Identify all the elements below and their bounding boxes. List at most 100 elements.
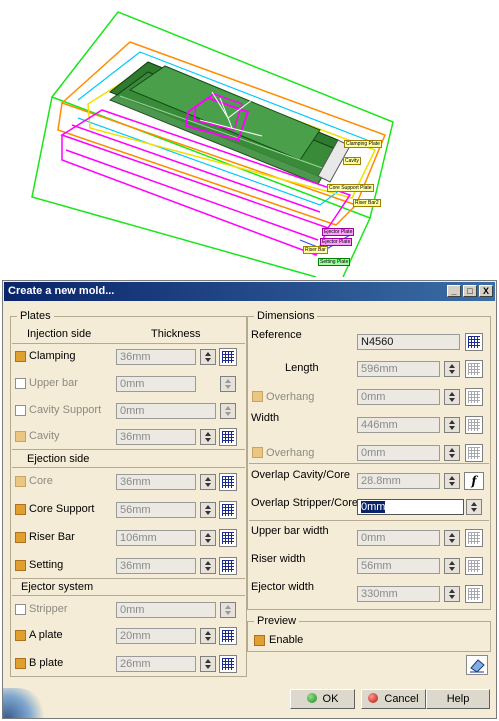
a-plate-thickness-field[interactable]: 20mm bbox=[116, 628, 196, 644]
a-plate-spinner[interactable] bbox=[200, 628, 216, 644]
clamping-catalog-icon[interactable] bbox=[219, 348, 237, 366]
overhang-length-spinner[interactable] bbox=[444, 389, 460, 405]
a-plate-checkbox[interactable] bbox=[15, 630, 26, 641]
length-catalog-icon[interactable] bbox=[465, 360, 483, 378]
riser-bar-label: Riser Bar bbox=[29, 531, 75, 543]
overhang-width-catalog-icon[interactable] bbox=[465, 444, 483, 462]
core-label: Core bbox=[29, 475, 53, 487]
eraser-icon[interactable] bbox=[466, 655, 488, 675]
overhang-length-checkbox[interactable] bbox=[252, 391, 263, 402]
close-button[interactable]: X bbox=[479, 285, 493, 297]
3d-viewport[interactable]: Clamping Plate Cavity Core Support Plate… bbox=[0, 0, 499, 277]
overhang-length-field[interactable]: 0mm bbox=[357, 389, 440, 405]
overlap-cavity-core-spinner[interactable] bbox=[444, 473, 460, 489]
core-support-spinner[interactable] bbox=[200, 502, 216, 518]
core-thickness-field[interactable]: 36mm bbox=[116, 474, 196, 490]
riser-bar-catalog-icon[interactable] bbox=[219, 529, 237, 547]
width-catalog-icon[interactable] bbox=[465, 416, 483, 434]
riser-width-catalog-icon[interactable] bbox=[465, 557, 483, 575]
upper-bar-thickness-field[interactable]: 0mm bbox=[116, 376, 196, 392]
ok-button[interactable]: OK bbox=[290, 689, 355, 709]
cavity-catalog-icon[interactable] bbox=[219, 428, 237, 446]
clamping-spinner[interactable] bbox=[200, 349, 216, 365]
upper-bar-checkbox[interactable] bbox=[15, 378, 26, 389]
viewport-label: Riser Bar bbox=[303, 246, 328, 254]
overlap-stripper-core-field[interactable]: 0mm bbox=[357, 499, 464, 515]
core-catalog-icon[interactable] bbox=[219, 473, 237, 491]
cavity-support-spinner[interactable] bbox=[220, 403, 236, 419]
divider bbox=[12, 595, 245, 596]
overhang-width-checkbox[interactable] bbox=[252, 447, 263, 458]
riser-bar-checkbox[interactable] bbox=[15, 532, 26, 543]
core-support-thickness-field[interactable]: 56mm bbox=[116, 502, 196, 518]
a-plate-catalog-icon[interactable] bbox=[219, 627, 237, 645]
width-spinner[interactable] bbox=[444, 417, 460, 433]
reference-catalog-icon[interactable] bbox=[465, 333, 483, 351]
core-checkbox[interactable] bbox=[15, 476, 26, 487]
ejector-width-field[interactable]: 330mm bbox=[357, 586, 440, 602]
thickness-header: Thickness bbox=[151, 328, 201, 340]
b-plate-checkbox[interactable] bbox=[15, 658, 26, 669]
upper-bar-width-field[interactable]: 0mm bbox=[357, 530, 440, 546]
cavity-thickness-field[interactable]: 36mm bbox=[116, 429, 196, 445]
setting-checkbox[interactable] bbox=[15, 560, 26, 571]
setting-thickness-field[interactable]: 36mm bbox=[116, 558, 196, 574]
length-spinner[interactable] bbox=[444, 361, 460, 377]
upper-bar-spinner[interactable] bbox=[220, 376, 236, 392]
ejector-width-catalog-icon[interactable] bbox=[465, 585, 483, 603]
riser-width-field[interactable]: 56mm bbox=[357, 558, 440, 574]
overlap-stripper-core-spinner[interactable] bbox=[466, 499, 482, 515]
cancel-button[interactable]: Cancel bbox=[361, 689, 426, 709]
help-button[interactable]: Help bbox=[426, 689, 490, 709]
viewport-label: Ejector Plate bbox=[322, 228, 355, 236]
formula-icon[interactable]: f bbox=[464, 472, 484, 490]
width-field[interactable]: 446mm bbox=[357, 417, 440, 433]
cavity-checkbox[interactable] bbox=[15, 431, 26, 442]
clamping-thickness-field[interactable]: 36mm bbox=[116, 349, 196, 365]
length-field[interactable]: 596mm bbox=[357, 361, 440, 377]
ejector-width-spinner[interactable] bbox=[444, 586, 460, 602]
length-label: Length bbox=[285, 362, 319, 374]
core-support-checkbox[interactable] bbox=[15, 504, 26, 515]
overhang-length-catalog-icon[interactable] bbox=[465, 388, 483, 406]
b-plate-thickness-field[interactable]: 26mm bbox=[116, 656, 196, 672]
riser-width-label: Riser width bbox=[251, 553, 306, 565]
setting-catalog-icon[interactable] bbox=[219, 557, 237, 575]
preview-group: Preview Enable bbox=[247, 615, 491, 652]
core-spinner[interactable] bbox=[200, 474, 216, 490]
setting-spinner[interactable] bbox=[200, 558, 216, 574]
cavity-support-thickness-field[interactable]: 0mm bbox=[116, 403, 216, 419]
stripper-thickness-field[interactable]: 0mm bbox=[116, 602, 216, 618]
overlap-cavity-core-field[interactable]: 28.8mm bbox=[357, 473, 440, 489]
plates-group: Plates Injection side Thickness Clamping… bbox=[10, 310, 247, 677]
stripper-spinner[interactable] bbox=[220, 602, 236, 618]
dialog-titlebar[interactable]: Create a new mold... _ □ X bbox=[4, 282, 495, 301]
stripper-label: Stripper bbox=[29, 603, 68, 615]
b-plate-catalog-icon[interactable] bbox=[219, 655, 237, 673]
mold-wireframe bbox=[31, 11, 394, 277]
overhang-length-label: Overhang bbox=[266, 391, 315, 403]
overhang-width-spinner[interactable] bbox=[444, 445, 460, 461]
b-plate-spinner[interactable] bbox=[200, 656, 216, 672]
divider bbox=[249, 520, 489, 521]
maximize-button[interactable]: □ bbox=[463, 285, 477, 297]
riser-bar-thickness-field[interactable]: 106mm bbox=[116, 530, 196, 546]
core-support-catalog-icon[interactable] bbox=[219, 501, 237, 519]
upper-bar-width-spinner[interactable] bbox=[444, 530, 460, 546]
minimize-button[interactable]: _ bbox=[447, 285, 461, 297]
reference-label: Reference bbox=[251, 329, 302, 341]
clamping-label: Clamping bbox=[29, 350, 76, 362]
enable-preview-checkbox[interactable] bbox=[254, 635, 265, 646]
stripper-checkbox[interactable] bbox=[15, 604, 26, 615]
riser-width-spinner[interactable] bbox=[444, 558, 460, 574]
clamping-checkbox[interactable] bbox=[15, 351, 26, 362]
width-label: Width bbox=[251, 412, 280, 424]
cavity-spinner[interactable] bbox=[200, 429, 216, 445]
create-mold-dialog: Create a new mold... _ □ X Plates Inject… bbox=[2, 280, 497, 719]
upper-bar-width-catalog-icon[interactable] bbox=[465, 529, 483, 547]
riser-bar-spinner[interactable] bbox=[200, 530, 216, 546]
cavity-support-checkbox[interactable] bbox=[15, 405, 26, 416]
upper-bar-width-label: Upper bar width bbox=[251, 525, 329, 537]
overhang-width-field[interactable]: 0mm bbox=[357, 445, 440, 461]
reference-field[interactable]: N4560 bbox=[357, 334, 460, 350]
